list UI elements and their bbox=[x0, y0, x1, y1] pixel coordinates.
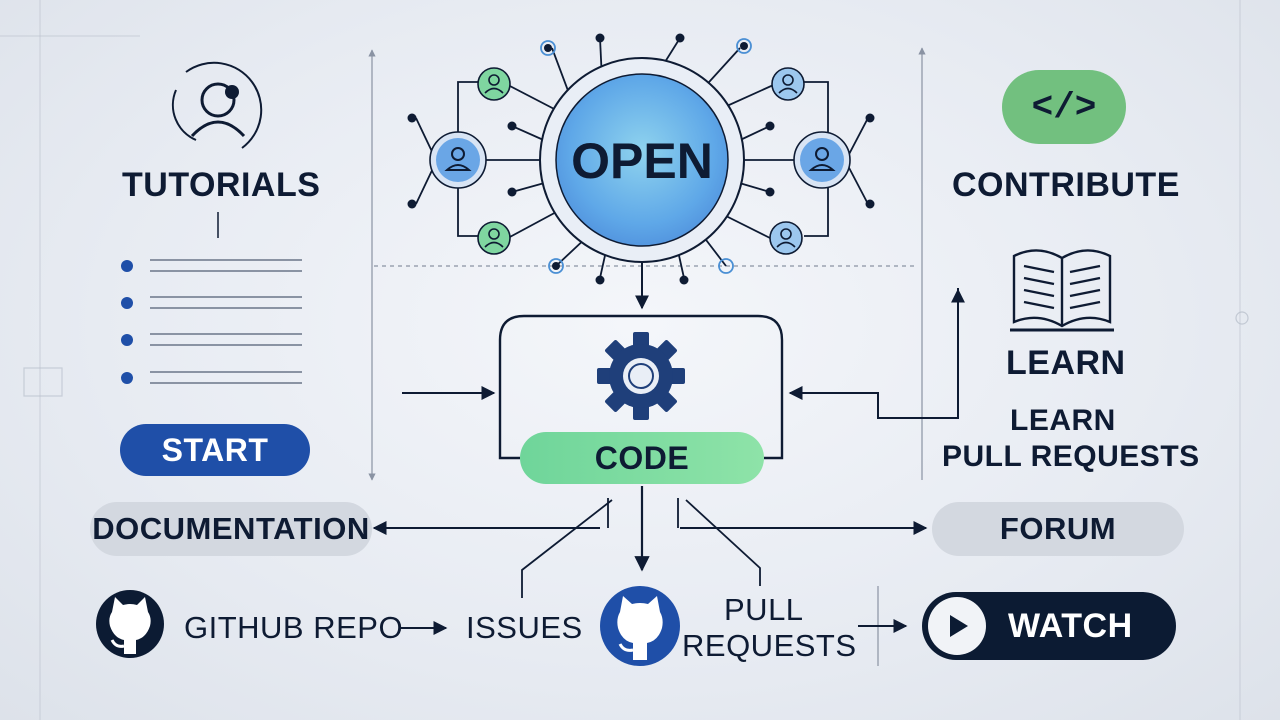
github-octocat-icon bbox=[96, 590, 164, 658]
issues-label[interactable]: ISSUES bbox=[466, 610, 583, 645]
user-node-left-mid bbox=[429, 131, 487, 189]
learn-label: LEARN bbox=[1006, 344, 1126, 382]
contribute-label: CONTRIBUTE bbox=[952, 166, 1180, 204]
play-icon bbox=[928, 597, 986, 655]
user-node-left-bottom bbox=[477, 221, 511, 255]
start-button[interactable]: START bbox=[120, 424, 310, 476]
learn-pr-line1: LEARN bbox=[1010, 404, 1116, 437]
background-guides bbox=[0, 0, 1249, 720]
pull-requests-line2[interactable]: REQUESTS bbox=[682, 628, 857, 663]
code-brackets-icon: </> bbox=[1002, 70, 1126, 144]
learn-pr-line2: PULL REQUESTS bbox=[942, 440, 1200, 473]
arrow-learn-into-code bbox=[788, 288, 959, 419]
forum-button[interactable]: FORUM bbox=[932, 502, 1184, 556]
network-nodes bbox=[407, 33, 875, 285]
pull-requests-line1[interactable]: PULL bbox=[724, 592, 804, 627]
github-octocat-icon-2 bbox=[600, 586, 680, 666]
tutorials-label: TUTORIALS bbox=[122, 166, 321, 204]
gear-icon bbox=[597, 332, 685, 420]
github-repo-label[interactable]: GITHUB REPO bbox=[184, 610, 404, 645]
network-rings bbox=[540, 38, 752, 274]
watch-label: WATCH bbox=[1008, 606, 1133, 645]
tutorials-list bbox=[121, 259, 302, 384]
code-button[interactable]: CODE bbox=[520, 432, 764, 484]
documentation-button[interactable]: DOCUMENTATION bbox=[90, 502, 372, 556]
open-label: OPEN bbox=[571, 133, 713, 189]
open-hub bbox=[539, 57, 745, 263]
user-avatar-icon bbox=[171, 61, 263, 149]
user-node-right-mid bbox=[793, 131, 851, 189]
code-branch-lines bbox=[521, 498, 761, 598]
user-node-right-top bbox=[771, 67, 805, 101]
user-node-left-top bbox=[477, 67, 511, 101]
open-book-icon bbox=[1010, 249, 1114, 332]
code-frame bbox=[498, 314, 784, 460]
user-node-right-bottom bbox=[769, 221, 803, 255]
watch-button[interactable]: WATCH bbox=[922, 592, 1176, 660]
